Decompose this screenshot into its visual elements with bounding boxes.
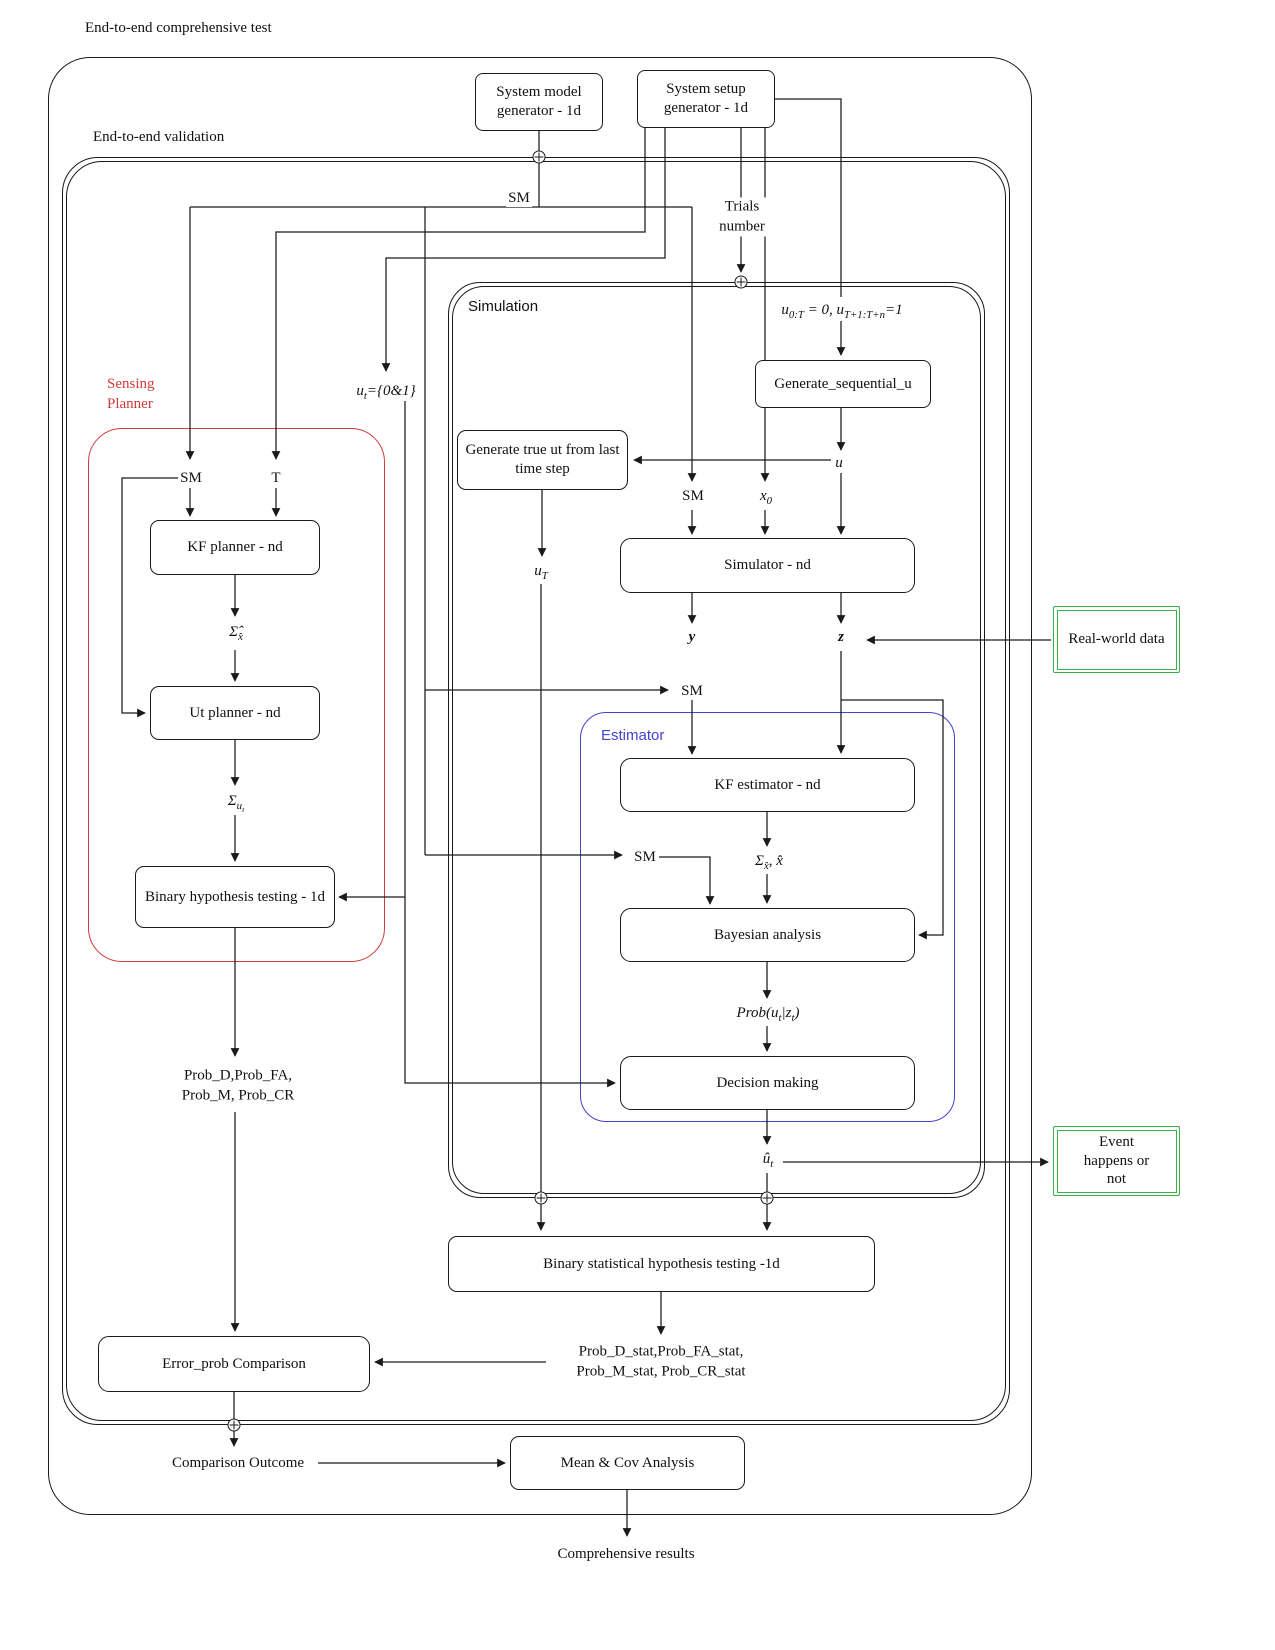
boundary-crossing-icon bbox=[760, 1191, 774, 1205]
node-system-setup-generator: System setup generator - 1d bbox=[637, 70, 775, 128]
node-binary-statistical-hypothesis-testing: Binary statistical hypothesis testing -1… bbox=[448, 1236, 875, 1292]
label-ut-hypotheses: ut={0&1} bbox=[354, 382, 418, 402]
simulation-container bbox=[448, 282, 985, 1198]
boundary-crossing-icon bbox=[534, 1191, 548, 1205]
node-decision-making: Decision making bbox=[620, 1056, 915, 1110]
label-sigma-ut: Σut bbox=[225, 791, 247, 815]
label-sm-simulator: SM bbox=[680, 487, 706, 505]
outer-container-label: End-to-end comprehensive test bbox=[85, 20, 272, 36]
node-kf-planner: KF planner - nd bbox=[150, 520, 320, 575]
label-stat-probs: Prob_D_stat,Prob_FA_stat, Prob_M_stat, P… bbox=[546, 1342, 776, 1382]
edge-setup-uinit bbox=[775, 98, 842, 297]
node-ut-planner: Ut planner - nd bbox=[150, 686, 320, 740]
estimator-container-label: Estimator bbox=[601, 727, 665, 744]
label-u: u bbox=[833, 454, 845, 472]
node-simulator: Simulator - nd bbox=[620, 538, 915, 593]
label-sm-main: SM bbox=[506, 189, 532, 207]
edge-sm-into-ut-planner bbox=[121, 477, 178, 718]
node-system-model-generator: System model generator - 1d bbox=[475, 73, 603, 131]
label-prob-ut-zt: Prob(ut|zt) bbox=[734, 1004, 802, 1024]
label-x0: x0 bbox=[757, 487, 775, 507]
label-trials-number: Trials number bbox=[708, 197, 776, 237]
label-sm-estimator: SM bbox=[679, 682, 705, 700]
node-mean-cov-analysis: Mean & Cov Analysis bbox=[510, 1436, 745, 1490]
validation-container-label: End-to-end validation bbox=[93, 129, 225, 145]
label-sm-planner: SM bbox=[178, 469, 204, 487]
node-event-happens-or-not: Event happens or not bbox=[1053, 1126, 1180, 1196]
edge-setup-ut-hypotheses bbox=[381, 127, 666, 372]
boundary-crossing-icon bbox=[734, 275, 748, 289]
node-generate-sequential-u: Generate_sequential_u bbox=[755, 360, 931, 408]
label-sm-bayes: SM bbox=[632, 848, 658, 866]
label-sigma-x-xhat: Σx̂, x̂ bbox=[753, 852, 785, 872]
edges bbox=[121, 98, 1051, 1537]
simulation-container-label: Simulation bbox=[468, 298, 539, 315]
edge-z-into-bayesian bbox=[841, 699, 944, 940]
node-error-prob-comparison: Error_prob Comparison bbox=[98, 1336, 370, 1392]
node-binary-hypothesis-testing: Binary hypothesis testing - 1d bbox=[135, 866, 335, 928]
label-planner-probs: Prob_D,Prob_FA, Prob_M, Prob_CR bbox=[161, 1066, 315, 1106]
label-z: z bbox=[836, 628, 846, 646]
sensing-planner-container bbox=[88, 428, 385, 962]
label-comparison-outcome: Comparison Outcome bbox=[169, 1454, 307, 1472]
label-comprehensive-results: Comprehensive results bbox=[555, 1545, 697, 1563]
label-y: y bbox=[686, 628, 698, 646]
edge-ut-hypotheses-to-decision bbox=[404, 401, 616, 1088]
node-real-world-data: Real-world data bbox=[1053, 606, 1180, 673]
edge-sm-into-bayesian bbox=[659, 856, 715, 905]
label-uhat-t: ût bbox=[760, 1150, 776, 1170]
label-sigma-hat-x: Σ̂x̂ bbox=[227, 623, 245, 643]
label-uT: uT bbox=[532, 562, 550, 582]
node-bayesian-analysis: Bayesian analysis bbox=[620, 908, 915, 962]
boundary-crossing-icon bbox=[227, 1418, 241, 1432]
node-generate-true-ut: Generate true ut from last time step bbox=[457, 430, 628, 490]
boundary-crossing-icon bbox=[532, 150, 546, 164]
node-kf-estimator: KF estimator - nd bbox=[620, 758, 915, 812]
sensing-planner-container-label: Sensing Planner bbox=[107, 376, 155, 413]
label-u-init: u0:T = 0, uT+1:T+n=1 bbox=[779, 301, 905, 321]
label-t-planner: T bbox=[269, 469, 283, 487]
outer-container bbox=[48, 57, 1032, 1515]
edge-setup-T bbox=[271, 127, 646, 460]
